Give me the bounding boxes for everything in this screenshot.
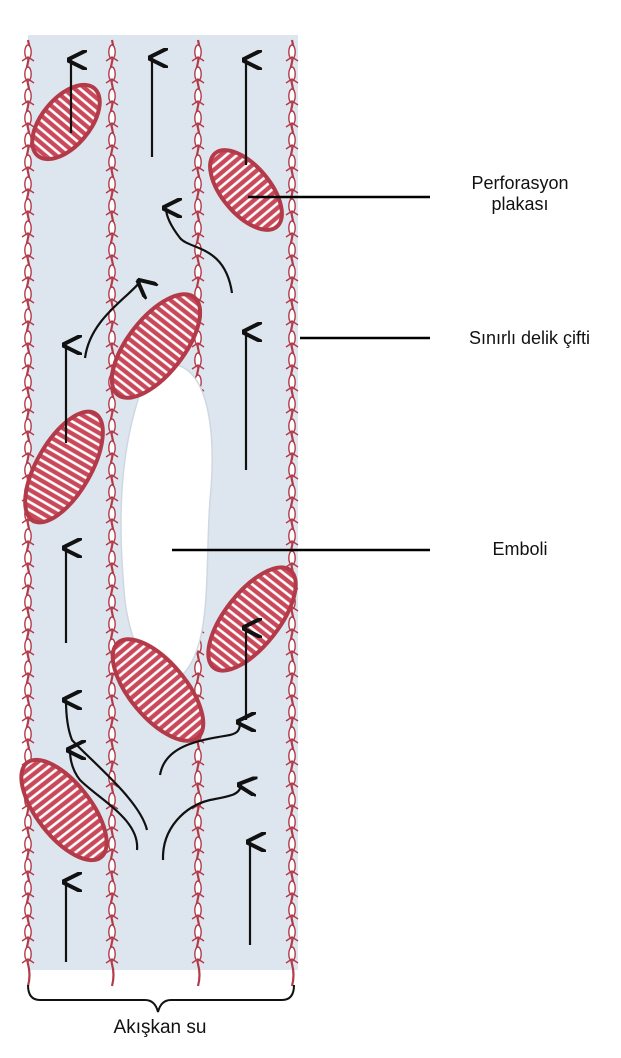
perforation-plate-label-line2: plakası bbox=[440, 194, 600, 215]
perforation-plate-label-line1: Perforasyon bbox=[440, 173, 600, 194]
water-flow-label: Akışkan su bbox=[60, 1017, 260, 1038]
embolism-label: Emboli bbox=[470, 539, 570, 560]
water-flow-brace bbox=[28, 985, 294, 1012]
bordered-pit-pair-label: Sınırlı delik çifti bbox=[438, 328, 621, 349]
perforation-plate-label: Perforasyon plakası bbox=[440, 173, 600, 215]
embolism-bubble bbox=[121, 364, 212, 680]
